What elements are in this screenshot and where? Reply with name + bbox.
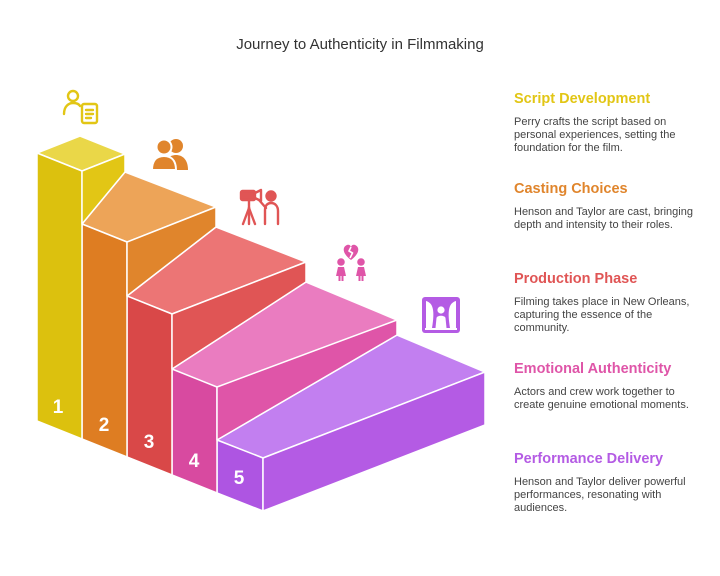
step-heading-production-phase: Production Phase (514, 271, 638, 287)
step-heading-script-development: Script Development (514, 91, 651, 107)
step-description-script-development: Perry crafts the script based on persona… (514, 116, 676, 154)
stage-performer-icon (422, 297, 460, 333)
step-heading-casting-choices: Casting Choices (514, 181, 628, 197)
step-description-casting-choices: Henson and Taylor are cast, bringing dep… (514, 206, 693, 231)
step-description-performance-delivery: Henson and Taylor deliver powerful perfo… (514, 476, 686, 514)
camera-operator-icon (239, 188, 280, 226)
stair-step-4 (171, 281, 398, 494)
step-description-emotional-authenticity: Actors and crew work together to create … (514, 386, 689, 411)
step-text-1: Script Development Perry crafts the scri… (514, 91, 704, 155)
step-heading-performance-delivery: Performance Delivery (514, 451, 664, 467)
step-heading-emotional-authenticity: Emotional Authenticity (514, 361, 672, 377)
step-number-1: 1 (53, 397, 64, 418)
step-text-5: Performance Delivery Henson and Taylor d… (514, 451, 704, 515)
script-writer-icon (62, 89, 99, 125)
step-text-2: Casting Choices Henson and Taylor are ca… (514, 181, 704, 232)
stair-step-3 (126, 226, 307, 476)
step-number-3: 3 (144, 432, 155, 453)
cast-members-icon (152, 138, 188, 171)
stair-step-1 (36, 135, 126, 440)
step-text-4: Emotional Authenticity Actors and crew w… (514, 361, 704, 412)
stair-step-5 (216, 334, 486, 512)
step-text-3: Production Phase Filming takes place in … (514, 271, 704, 335)
step-number-2: 2 (99, 415, 110, 436)
couple-heartbreak-icon (336, 244, 366, 281)
page-title: Journey to Authenticity in Filmmaking (236, 36, 484, 53)
step-number-5: 5 (234, 468, 245, 489)
step-number-4: 4 (189, 451, 200, 472)
step-description-production-phase: Filming takes place in New Orleans, capt… (514, 296, 690, 334)
